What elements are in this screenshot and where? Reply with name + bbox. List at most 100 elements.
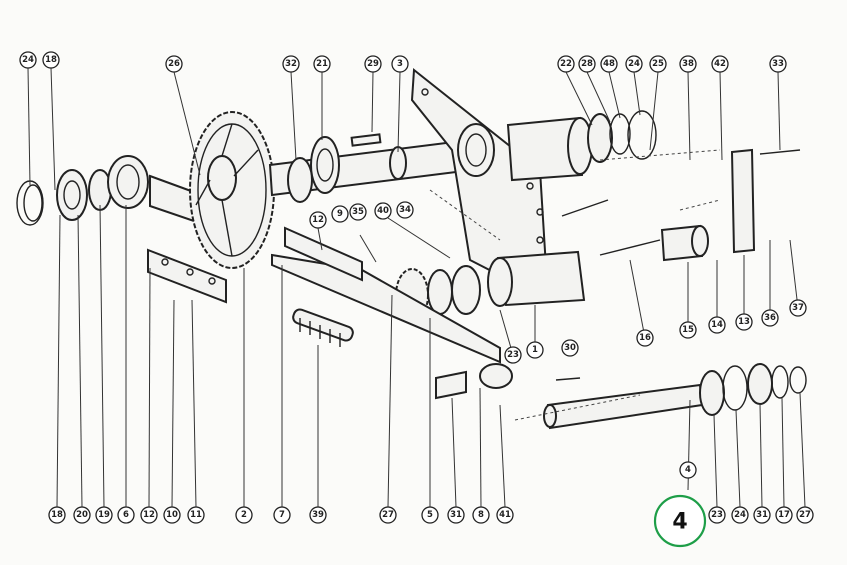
- callout-circle: [379, 506, 397, 524]
- top-callout-26: 26: [165, 55, 183, 73]
- callout-circle: [42, 51, 60, 69]
- ring-48: [609, 113, 631, 155]
- callout-label: 23: [507, 350, 519, 360]
- bottom-callout-24: 24: [731, 506, 749, 524]
- bottom-callout-6: 6: [117, 506, 135, 524]
- callout-label: 40: [377, 206, 389, 216]
- callout-circle: [140, 506, 158, 524]
- top-callout-3: 3: [391, 55, 409, 73]
- bottom-callout-41: 41: [496, 506, 514, 524]
- bottom-callout-39: 39: [309, 506, 327, 524]
- top-callout-18: 18: [42, 51, 60, 69]
- callout-circle: [708, 506, 726, 524]
- callout-label: 25: [652, 59, 664, 69]
- callout-circle: [600, 55, 618, 73]
- callout-circle: [117, 506, 135, 524]
- bottom-callout-8: 8: [472, 506, 490, 524]
- callout-circle: [504, 346, 522, 364]
- callout-label: 20: [76, 510, 88, 520]
- middle-callout-34: 34: [396, 201, 414, 219]
- callout-label: 22: [560, 59, 572, 69]
- callout-circle: [331, 205, 349, 223]
- callout-label: 15: [682, 325, 694, 335]
- top-callout-42: 42: [711, 55, 729, 73]
- callout-label: 27: [382, 510, 394, 520]
- callout-circle: [472, 506, 490, 524]
- callout-label: 13: [738, 317, 750, 327]
- middle-callout-30: 30: [561, 339, 579, 357]
- top-callout-38: 38: [679, 55, 697, 73]
- callout-circle: [48, 506, 66, 524]
- middle-callout-37: 37: [789, 299, 807, 317]
- middle-callout-9: 9: [331, 205, 349, 223]
- callout-label: 19: [98, 510, 110, 520]
- bottom-callout-17: 17: [775, 506, 793, 524]
- callout-circle: [447, 506, 465, 524]
- left-bearing-bore: [63, 180, 81, 210]
- callout-label: 18: [45, 55, 57, 65]
- callout-label: 7: [279, 510, 285, 520]
- badge-label: 4: [672, 510, 687, 535]
- central-bracket: [410, 68, 550, 302]
- bolt-16: [599, 239, 661, 256]
- middle-callout-36: 36: [761, 309, 779, 327]
- callout-label: 5: [427, 510, 433, 520]
- callout-label: 31: [756, 510, 768, 520]
- pin-30: [555, 377, 581, 381]
- callout-circle: [165, 55, 183, 73]
- callout-circle: [309, 211, 327, 229]
- leader-lines: [27, 67, 806, 508]
- callout-label: 48: [603, 59, 615, 69]
- top-callout-22: 22: [557, 55, 575, 73]
- callout-circle: [731, 506, 749, 524]
- callout-label: 37: [792, 303, 804, 313]
- badge-ring: [653, 494, 707, 548]
- callout-label: 27: [799, 510, 811, 520]
- top-callout-24: 24: [19, 51, 37, 69]
- callout-label: 28: [581, 59, 593, 69]
- middle-callout-15: 15: [679, 321, 697, 339]
- callout-circle: [313, 55, 331, 73]
- bearing-22: [587, 113, 613, 163]
- callout-label: 8: [478, 510, 484, 520]
- middle-callout-14: 14: [708, 316, 726, 334]
- top-callout-29: 29: [364, 55, 382, 73]
- callout-circle: [187, 506, 205, 524]
- callout-label: 29: [367, 59, 379, 69]
- top-callout-25: 25: [649, 55, 667, 73]
- callout-label: 4: [685, 465, 691, 475]
- bottom-callout-31: 31: [753, 506, 771, 524]
- callout-label: 30: [564, 343, 576, 353]
- callout-label: 33: [772, 59, 784, 69]
- callout-circle: [775, 506, 793, 524]
- callout-circle: [349, 203, 367, 221]
- callout-circle: [364, 55, 382, 73]
- bearing-housing: [107, 155, 149, 209]
- callout-circle: [273, 506, 291, 524]
- top-callout-48: 48: [600, 55, 618, 73]
- bottom-callout-7: 7: [273, 506, 291, 524]
- bottom-callout-23: 23: [708, 506, 726, 524]
- snap-ring: [16, 180, 44, 226]
- callout-label: 1: [532, 345, 538, 355]
- spacer-31: [435, 370, 467, 400]
- callout-circle: [735, 313, 753, 331]
- callout-label: 10: [166, 510, 178, 520]
- callout-label: 16: [639, 333, 651, 343]
- callout-circle: [235, 506, 253, 524]
- callout-label: 17: [778, 510, 790, 520]
- callout-label: 41: [499, 510, 511, 520]
- callout-label: 42: [714, 59, 726, 69]
- callout-circle: [679, 55, 697, 73]
- callout-label: 12: [312, 215, 324, 225]
- callout-circle: [309, 506, 327, 524]
- snap-ring-24: [627, 110, 657, 160]
- callout-circle: [163, 506, 181, 524]
- callout-label: 21: [316, 59, 328, 69]
- callout-circle: [708, 316, 726, 334]
- spacer-8: [479, 363, 513, 389]
- bottom-callout-4: 4: [679, 461, 697, 479]
